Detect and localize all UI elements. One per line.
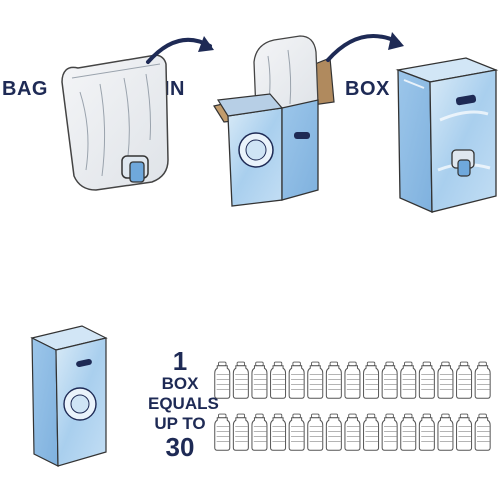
bottle-icon	[418, 361, 435, 399]
bottle-icon	[381, 361, 398, 399]
label-in: IN	[164, 78, 185, 100]
bottle-icon	[363, 413, 380, 451]
box-closed-icon	[395, 57, 499, 214]
equivalence-line2: EQUALS	[148, 394, 219, 413]
bottle-icon	[307, 413, 324, 451]
box-open-icon	[213, 35, 335, 207]
bottle-icon	[474, 361, 491, 399]
equivalence-number: 1	[172, 346, 188, 376]
bottle-icon	[288, 413, 305, 451]
equivalence-count: 30	[165, 432, 195, 462]
bottle-icon	[474, 413, 491, 451]
bottle-icon	[400, 361, 417, 399]
bottle-icon	[456, 413, 473, 451]
label-bag: BAG	[2, 78, 48, 100]
bottle-icon	[270, 361, 287, 399]
bottle-icon	[251, 361, 268, 399]
box-small-icon	[30, 325, 108, 467]
bottle-icon	[344, 413, 361, 451]
bottle-icon	[400, 413, 417, 451]
bottle-icon	[381, 413, 398, 451]
bottle-icon	[325, 361, 342, 399]
bottle-icon	[251, 413, 268, 451]
bottle-grid	[214, 361, 491, 451]
bottle-icon	[307, 361, 324, 399]
bottle-icon	[214, 413, 231, 451]
bottle-icon	[270, 413, 287, 451]
bottle-icon	[437, 413, 454, 451]
equivalence-line3: UP TO	[154, 414, 206, 433]
bottle-icon	[232, 413, 249, 451]
bag-icon	[61, 54, 169, 191]
bottle-icon	[363, 361, 380, 399]
equivalence-text: 1 BOX EQUALS UP TO 30	[148, 346, 219, 462]
label-box: BOX	[345, 78, 390, 100]
bottle-icon	[214, 361, 231, 399]
equivalence-line1: BOX	[161, 374, 199, 393]
bottle-icon	[325, 413, 342, 451]
bottle-icon	[232, 361, 249, 399]
bottle-icon	[288, 361, 305, 399]
bottle-icon	[437, 361, 454, 399]
bottle-icon	[344, 361, 361, 399]
bottle-icon	[418, 413, 435, 451]
bottle-icon	[456, 361, 473, 399]
arrow-icon	[326, 34, 400, 62]
